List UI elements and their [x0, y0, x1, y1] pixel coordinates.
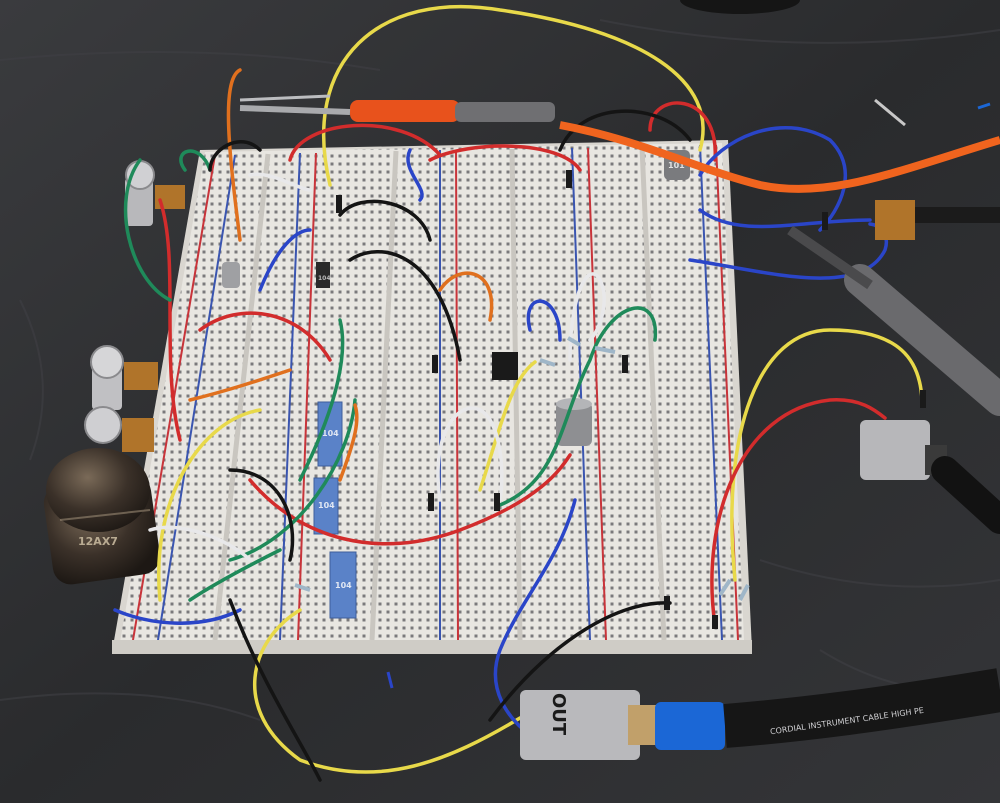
ic-chip [492, 352, 518, 380]
cap-print-3: 104 [335, 581, 352, 590]
electrolytic-print: 101 [668, 161, 685, 170]
vacuum-tube: 12AX7 [43, 448, 161, 585]
tube-print: 12AX7 [78, 535, 118, 548]
cap-print-1: 104 [322, 429, 339, 438]
output-jack: OUT CORDIAL INSTRUMENT CABLE HIGH PE [520, 668, 1000, 760]
potentiometer-top [125, 160, 185, 226]
input-jack [860, 420, 1000, 534]
cap-print-4: 104 [318, 275, 331, 282]
cable-coil [680, 0, 800, 14]
loose-wires [386, 98, 991, 689]
potentiometer-middle [90, 345, 158, 410]
wire-pins [336, 170, 926, 629]
cap-print-2: 104 [318, 501, 335, 510]
test-probe-grey [787, 200, 1000, 416]
resistors [294, 336, 750, 601]
breadboard [112, 140, 752, 654]
potentiometer-lower [84, 406, 154, 452]
test-probe-orange [239, 94, 1000, 193]
jack-label: OUT [548, 693, 569, 736]
